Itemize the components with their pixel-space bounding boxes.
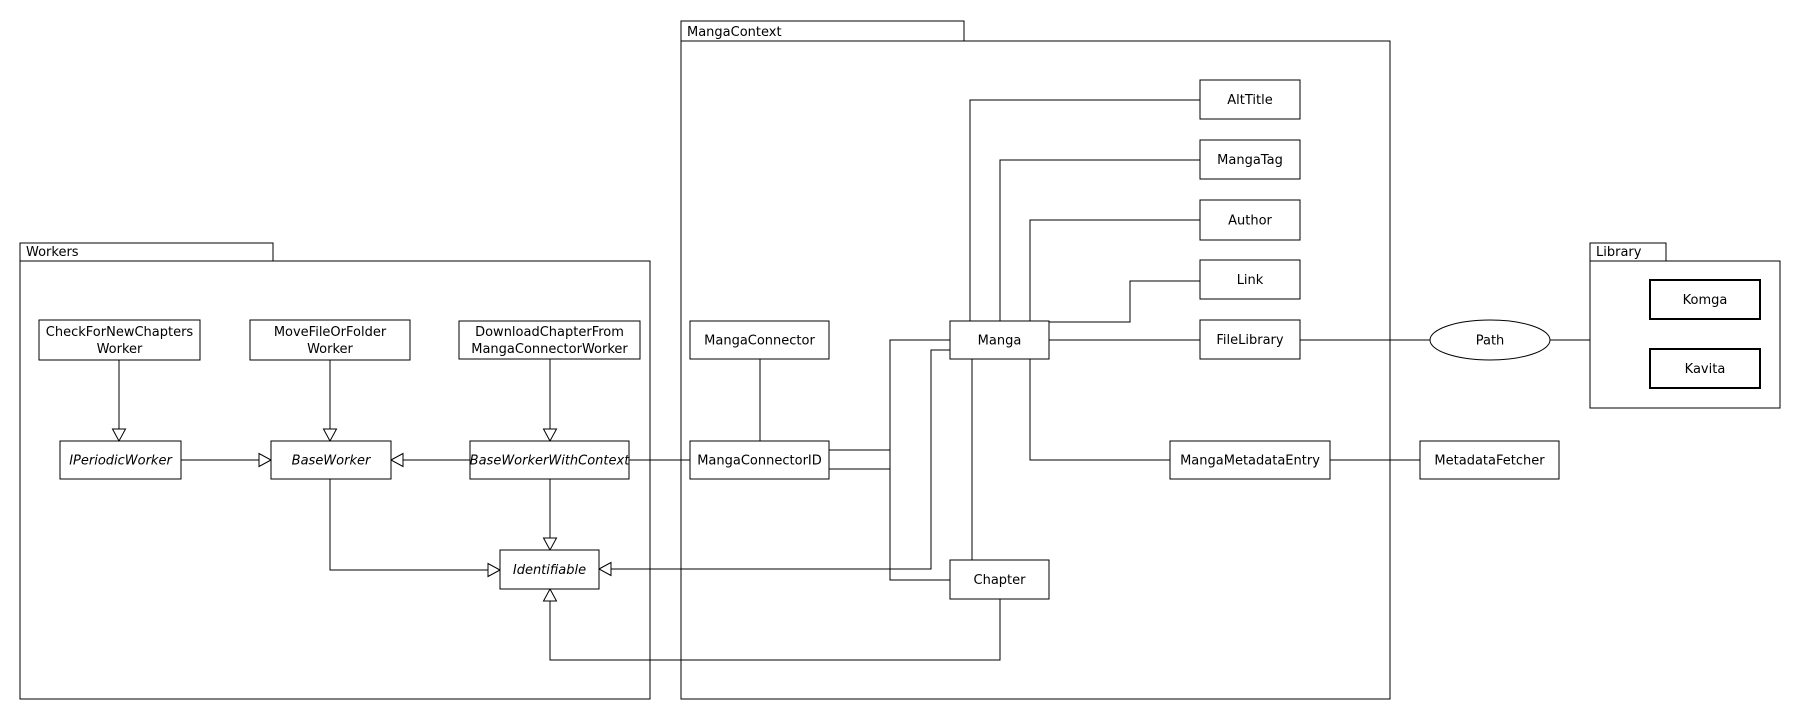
class-box-komga: [1649, 279, 1761, 320]
class-label-komga: Komga: [1683, 293, 1728, 308]
class-box-manga-tag: [1199, 139, 1301, 180]
class-label-link: Link: [1237, 273, 1264, 288]
package-body-library: [1589, 260, 1781, 409]
class-box-alt-title: [1199, 79, 1301, 120]
class-box-move-file-or-folder-worker: [249, 319, 411, 361]
generalization-arrowhead-gen-chapter-identifiable: [542, 587, 558, 602]
class-box-manga-connector-id: [689, 440, 830, 480]
generalization-arrowhead-gen-downloadchapterworker-baseworkerwithcontext: [542, 428, 558, 443]
generalization-arrowhead-gen-baseworker-identifiable: [487, 562, 502, 578]
edge-assoc-manga-link: [1049, 280, 1200, 323]
class-label-manga-connector-id: MangaConnectorID: [697, 454, 822, 469]
package-label-workers: Workers: [26, 245, 79, 260]
class-label-metadata-fetcher: MetadataFetcher: [1434, 454, 1545, 469]
class-box-base-worker-with-context: [469, 440, 630, 480]
edge-assoc-manga-mangatag: [999, 159, 1200, 321]
package-tab-library: [1589, 242, 1667, 262]
class-box-base-worker: [270, 440, 392, 480]
package-label-library: Library: [1596, 245, 1642, 260]
package-tab-manga-context: [680, 20, 965, 42]
package-tab-workers: [19, 242, 274, 262]
class-label-kavita: Kavita: [1685, 362, 1726, 377]
class-label-base-worker-with-context: BaseWorkerWithContext: [470, 454, 631, 469]
class-label-manga-metadata-entry: MangaMetadataEntry: [1180, 454, 1320, 469]
ellipse-label-path: Path: [1476, 334, 1505, 349]
generalization-arrowhead-gen-manga-identifiable: [597, 561, 612, 577]
class-box-metadata-fetcher: [1419, 440, 1560, 480]
class-label-manga: Manga: [978, 334, 1022, 349]
class-box-iperiodic-worker: [59, 440, 182, 480]
class-box-file-library: [1199, 319, 1301, 360]
edge-gen-chapter-identifiable: [549, 599, 1001, 661]
package-body-workers: [19, 260, 651, 700]
class-box-link: [1199, 259, 1301, 300]
edge-gen-baseworker-identifiable: [329, 479, 488, 571]
class-box-download-chapter-from-manga-connector-worker: [458, 320, 641, 360]
generalization-arrowhead-gen-checkfornewchaptersworker-iperiodicworker: [111, 428, 127, 443]
class-label-base-worker: BaseWorker: [292, 454, 372, 469]
edge-assoc-manga-mangametadataentry: [1029, 359, 1170, 461]
generalization-arrowhead-gen-baseworkerwithcontext-baseworker: [389, 452, 404, 468]
edge-assoc-manga-author: [1029, 219, 1200, 321]
edge-assoc-mangaconnectorid-manga: [829, 339, 950, 451]
class-label-file-library: FileLibrary: [1216, 333, 1284, 348]
edge-assoc-mangaconnectorid-chapter: [829, 468, 950, 581]
edge-assoc-manga-alttitle: [969, 99, 1200, 321]
edge-gen-manga-identifiable: [611, 349, 950, 570]
class-label-alt-title: AltTitle: [1227, 93, 1272, 108]
class-box-author: [1199, 199, 1301, 241]
class-box-identifiable: [499, 549, 600, 590]
class-box-chapter: [949, 559, 1050, 600]
class-label-iperiodic-worker: IPeriodicWorker: [69, 454, 173, 469]
generalization-arrowhead-gen-iperiodicworker-baseworker: [258, 452, 273, 468]
generalization-arrowhead-gen-movefileorfolderworker-baseworker: [322, 428, 338, 443]
class-box-kavita: [1649, 348, 1761, 389]
class-box-check-for-new-chapters-worker: [38, 319, 201, 361]
class-label-identifiable: Identifiable: [513, 563, 586, 578]
class-box-manga-connector: [689, 320, 830, 360]
class-label-chapter: Chapter: [974, 573, 1027, 588]
ellipse-node-path: [1429, 319, 1551, 361]
class-box-manga-metadata-entry: [1169, 440, 1331, 480]
generalization-arrowhead-gen-baseworkerwithcontext-identifiable: [542, 537, 558, 552]
package-body-manga-context: [680, 40, 1391, 700]
class-label-manga-tag: MangaTag: [1217, 153, 1283, 168]
package-label-manga-context: MangaContext: [687, 25, 782, 40]
class-label-author: Author: [1228, 214, 1272, 229]
class-box-manga: [949, 320, 1050, 360]
class-label-manga-connector: MangaConnector: [704, 334, 815, 349]
